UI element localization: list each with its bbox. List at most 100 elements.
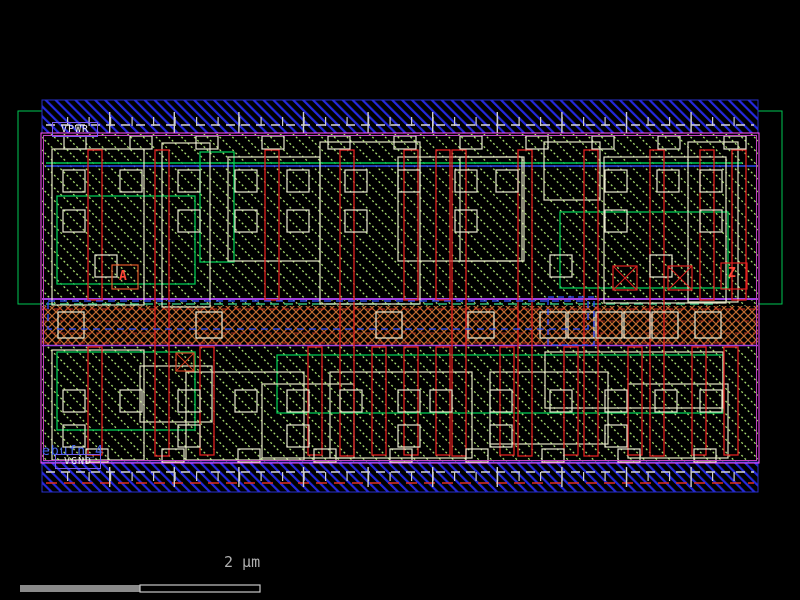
tap-contact (693, 448, 717, 463)
poly-contact (612, 265, 638, 291)
mcon-tick-major (238, 112, 240, 133)
contact (397, 424, 421, 448)
li-contact (195, 311, 223, 339)
mcon-tick (174, 472, 176, 481)
contact (177, 424, 201, 448)
m1-dashed-via (547, 296, 595, 346)
poly-gate (403, 149, 419, 301)
tap-contact (389, 448, 413, 463)
mcon-tick-major (109, 112, 111, 133)
mcon-tick (518, 472, 520, 481)
mcon-tick-major (367, 467, 369, 487)
li-band (42, 306, 758, 346)
mcon-tick (540, 472, 542, 481)
contact (286, 169, 310, 193)
mcon-tick (131, 472, 133, 481)
device-outline (687, 141, 739, 303)
contact (429, 389, 453, 413)
poly-contact (175, 352, 195, 372)
poly-gate (649, 149, 665, 457)
mcon-tick-major (496, 112, 498, 133)
poly-gate (627, 346, 643, 456)
diff-region (56, 195, 196, 285)
mcon-tick (604, 117, 606, 126)
mcon-tick (239, 117, 241, 126)
mcon-tick (88, 117, 90, 126)
pin-label-z: Z (728, 266, 736, 281)
mcon-tick (647, 117, 649, 126)
mcon-tick (325, 117, 327, 126)
device-outline (51, 148, 145, 306)
mcon-tick (217, 472, 219, 481)
li-contact (595, 311, 623, 339)
tap-contact (465, 448, 489, 463)
mcon-tick-major (109, 467, 111, 487)
mcon-tick-major (432, 467, 434, 487)
mcon-tick-major (690, 112, 692, 133)
pin-a-box (111, 264, 139, 290)
mcon-tick (733, 117, 735, 126)
contact (454, 209, 478, 233)
poly-gate (723, 346, 739, 456)
contact (62, 209, 86, 233)
mcon-tick (346, 117, 348, 126)
contact (495, 169, 519, 193)
pin-z-box (720, 262, 748, 290)
mcon-tick (260, 117, 262, 126)
poly-gate (403, 346, 419, 456)
contact (699, 209, 723, 233)
scalebar-outline (139, 584, 261, 593)
poly-gate (87, 149, 103, 301)
contact (62, 424, 86, 448)
li-contact (539, 311, 567, 339)
contact (286, 389, 310, 413)
cell-boundary-inner (43, 135, 757, 461)
li-contact (623, 311, 651, 339)
mcon-tick (389, 472, 391, 481)
poly-gate (435, 149, 451, 301)
contact (177, 389, 201, 413)
mcon-tick (454, 117, 456, 126)
poly-gate (371, 346, 387, 456)
mcon-tick-major (173, 112, 175, 133)
mcon-tick (67, 472, 69, 481)
contact (286, 424, 310, 448)
mcon-tick (196, 117, 198, 126)
scalebar-solid (20, 585, 140, 592)
mcon-tick (282, 472, 284, 481)
mcon-tick (346, 472, 348, 481)
tap-contact (237, 448, 261, 463)
mcon-tick (411, 117, 413, 126)
mcon-tick (196, 472, 198, 481)
device-outline (603, 156, 727, 304)
mcon-tick (325, 472, 327, 481)
contact (604, 389, 628, 413)
diff-region (559, 211, 729, 289)
contact (604, 424, 628, 448)
mcon-tick (153, 117, 155, 126)
mcon-tick-major (561, 467, 563, 487)
device-outline (319, 141, 421, 305)
poly-gate (691, 346, 707, 456)
mcon-tick (583, 472, 585, 481)
scale-label: 2 µm (224, 553, 261, 571)
cell-boundary (40, 132, 760, 464)
contact (344, 209, 368, 233)
mcon-tick (647, 472, 649, 481)
mcon-tick (733, 472, 735, 481)
contact (177, 169, 201, 193)
device-outline (543, 141, 601, 201)
li-contact (651, 311, 679, 339)
contact (62, 169, 86, 193)
device-outline (161, 142, 211, 308)
tap-contact (313, 448, 337, 463)
mcon-tick-major (690, 467, 692, 487)
mcon-tick-major (561, 112, 563, 133)
contact (344, 169, 368, 193)
mcon-tick (712, 472, 714, 481)
tap-contact (85, 448, 109, 463)
poly-gate (339, 149, 355, 457)
mcon-tick (131, 117, 133, 126)
